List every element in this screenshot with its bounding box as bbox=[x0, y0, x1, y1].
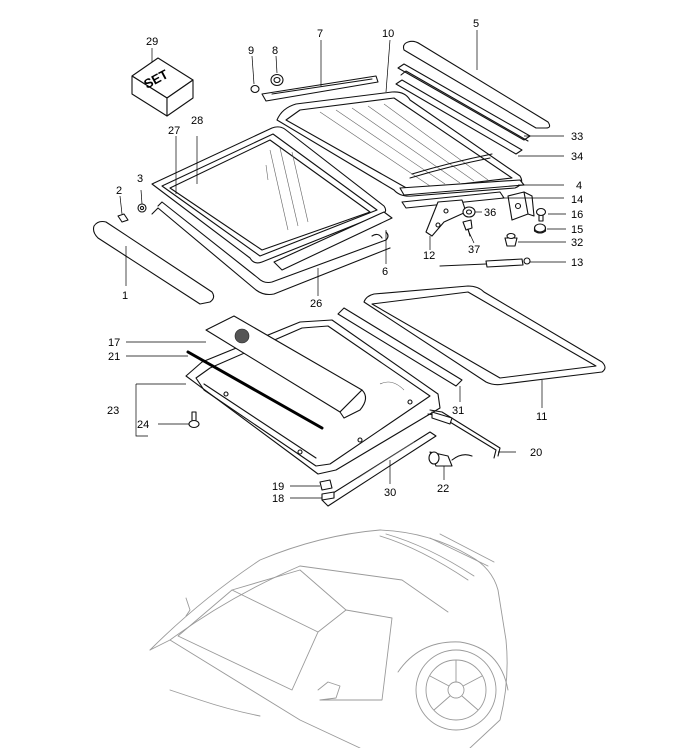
callout-labels: 29 9 8 7 10 5 33 34 4 14 36 16 15 32 37 … bbox=[107, 18, 583, 505]
sunblind-part-17 bbox=[205, 315, 367, 419]
callout-31: 31 bbox=[452, 405, 464, 417]
callout-6: 6 bbox=[382, 266, 388, 278]
callout-4: 4 bbox=[576, 180, 582, 192]
callout-12: 12 bbox=[423, 250, 435, 262]
callout-20: 20 bbox=[530, 447, 542, 459]
callout-9: 9 bbox=[248, 45, 254, 57]
callout-19: 19 bbox=[272, 481, 284, 493]
glass-panel-part-10 bbox=[276, 91, 523, 197]
bolt-part-24 bbox=[188, 411, 200, 429]
seal-strip-part-5 bbox=[402, 40, 551, 129]
drive-motor-part-22 bbox=[428, 451, 473, 467]
frame-part-27 bbox=[169, 139, 371, 251]
trim-part-6 bbox=[273, 211, 393, 271]
hinge-bracket-part-12 bbox=[425, 199, 467, 237]
clip-part-2 bbox=[117, 213, 129, 223]
guide-rail-part-30 bbox=[321, 431, 437, 507]
bolt-part-3 bbox=[137, 203, 147, 213]
seal-strip-part-21 bbox=[186, 350, 324, 430]
nut-part-8 bbox=[270, 73, 284, 87]
wind-deflector-part-1 bbox=[92, 220, 215, 305]
callout-2: 2 bbox=[116, 185, 122, 197]
callout-8: 8 bbox=[272, 45, 278, 57]
screw-part-16 bbox=[535, 207, 547, 222]
callout-18: 18 bbox=[272, 493, 284, 505]
callout-27: 27 bbox=[168, 125, 180, 137]
callout-32: 32 bbox=[571, 237, 583, 249]
screw-part-37 bbox=[462, 219, 473, 237]
callout-15: 15 bbox=[571, 224, 583, 236]
roof-frame-part-23 bbox=[185, 319, 441, 475]
set-box: SET bbox=[131, 57, 194, 117]
callout-11: 11 bbox=[536, 411, 547, 423]
callout-21: 21 bbox=[108, 351, 120, 363]
callout-14: 14 bbox=[571, 194, 583, 206]
callout-17: 17 bbox=[108, 337, 120, 349]
callout-1: 1 bbox=[122, 290, 128, 302]
callout-22: 22 bbox=[437, 483, 449, 495]
callout-34: 34 bbox=[571, 151, 583, 163]
callout-24: 24 bbox=[137, 419, 149, 431]
clip-part-19 bbox=[319, 479, 333, 491]
callout-26: 26 bbox=[310, 298, 322, 310]
nut-part-36 bbox=[462, 206, 476, 218]
callout-10: 10 bbox=[382, 28, 394, 40]
drive-cable-part-20 bbox=[427, 409, 501, 459]
buffer-part-32 bbox=[504, 232, 518, 247]
seal-strip-part-34 bbox=[395, 79, 523, 155]
frame-part-26 bbox=[151, 201, 391, 296]
cap-part-15 bbox=[533, 223, 547, 234]
frame-seal-part-11 bbox=[363, 285, 606, 386]
callout-5: 5 bbox=[473, 18, 479, 30]
callout-30: 30 bbox=[384, 487, 396, 499]
callout-37: 37 bbox=[468, 244, 480, 256]
guide-rail-part-31 bbox=[337, 307, 463, 387]
callout-16: 16 bbox=[571, 209, 583, 221]
callout-29: 29 bbox=[146, 36, 158, 48]
callout-28: 28 bbox=[191, 115, 203, 127]
callout-3: 3 bbox=[137, 173, 143, 185]
callout-7: 7 bbox=[317, 28, 323, 40]
callout-36: 36 bbox=[484, 207, 496, 219]
callout-23: 23 bbox=[107, 405, 119, 417]
guide-rail-part-7 bbox=[261, 75, 379, 102]
car-silhouette bbox=[149, 529, 509, 748]
mount-block-part bbox=[507, 191, 535, 221]
callout-33: 33 bbox=[571, 131, 583, 143]
clip-part-9 bbox=[250, 84, 260, 94]
leader-lines bbox=[119, 30, 566, 499]
gas-strut-part-13 bbox=[439, 257, 531, 268]
clip-part-18 bbox=[321, 491, 335, 501]
frame-part-28 bbox=[151, 126, 387, 264]
callout-13: 13 bbox=[571, 257, 583, 269]
